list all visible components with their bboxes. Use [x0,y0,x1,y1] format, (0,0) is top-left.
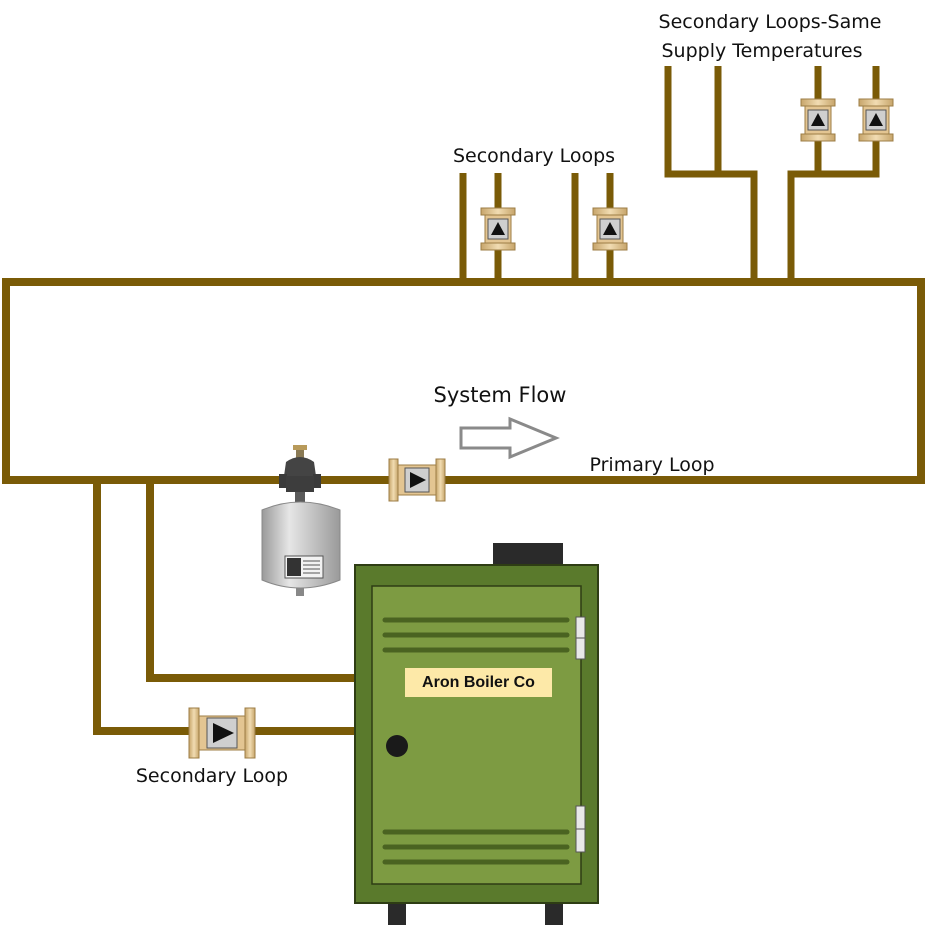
label-secondary-loops: Secondary Loops [452,145,616,167]
secondary-loops-same-pipes [664,66,880,280]
pump-vertical-2 [592,207,628,251]
pump-primary [388,458,446,502]
system-flow-arrow [459,416,560,460]
pump-vertical-4 [858,98,894,142]
boiler [354,543,599,925]
pump-boiler-loop [188,707,256,759]
label-primary-loop: Primary Loop [589,454,715,476]
pump-vertical-1 [480,207,516,251]
label-secondary-loops-same-line2: Supply Temperatures [661,40,863,62]
boiler-vents-bottom [382,829,570,865]
label-secondary-loop: Secondary Loop [135,765,289,787]
boiler-door-knob [386,735,408,757]
boiler-name-plate: Aron Boiler Co [405,668,552,697]
secondary-loops-pipes [459,173,614,280]
pump-vertical-3 [800,98,836,142]
tank-label [284,555,324,579]
label-secondary-loops-same-line1: Secondary Loops-Same [658,11,882,33]
label-system-flow: System Flow [433,383,567,407]
boiler-hinges [575,616,586,853]
primary-loop-pipe [2,278,925,484]
boiler-loop-pipes [93,480,355,735]
boiler-vents-top [382,617,570,653]
